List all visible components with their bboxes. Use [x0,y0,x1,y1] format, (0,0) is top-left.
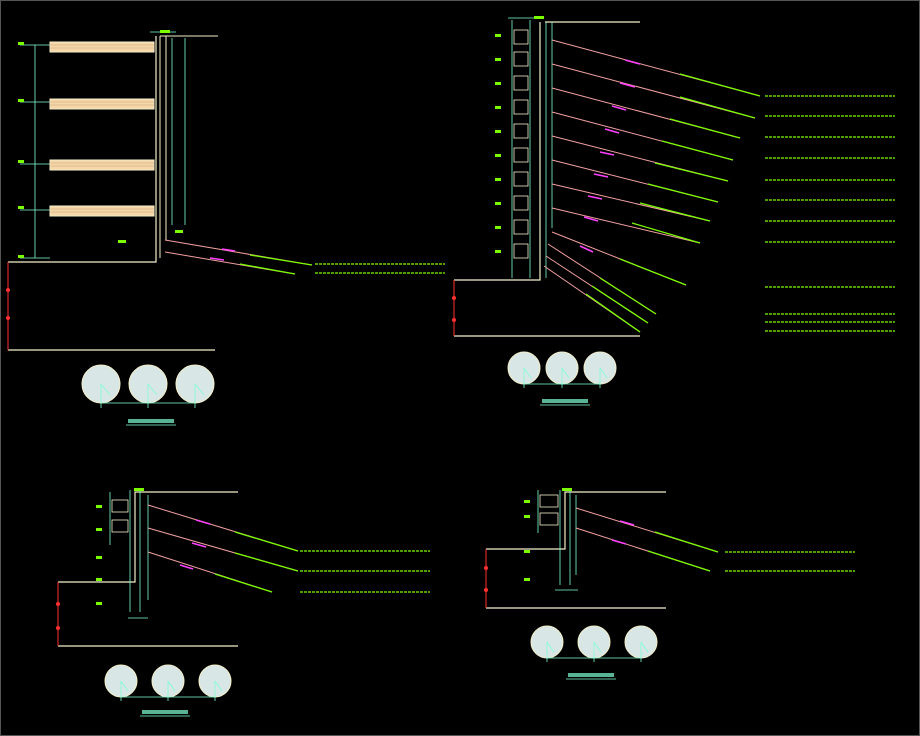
anchor-labels [315,263,445,274]
panel-top-right [452,16,895,406]
wall-cyan-lines [150,31,186,225]
anchor-labels [725,551,855,572]
wall-frame [109,490,149,619]
level-markers [524,488,572,581]
level-markers [96,488,144,605]
horizontal-struts [49,41,155,217]
wall-frame [537,490,578,591]
pile-section-circles [507,351,617,406]
base-outline [454,21,640,337]
strut-hatch [50,44,154,213]
anchors [543,39,761,333]
panel-bottom-right [484,488,855,680]
anchor-magenta-marks [179,519,211,570]
anchor-green-segments [647,531,719,572]
pile-section-circles [104,664,232,717]
anchor-green-segments [214,531,299,593]
anchors [147,504,299,593]
anchor-magenta-marks [579,59,641,253]
level-markers [18,30,183,258]
anchors [575,507,719,572]
anchor-magenta-marks [611,520,635,545]
wall-frame [508,17,553,278]
base-left-dims [484,549,488,608]
anchor-labels [765,95,895,332]
anchor-green-segments [585,73,761,333]
base-left-dims [56,582,60,646]
base-left-dims [6,262,10,350]
retaining-wall [159,35,218,258]
anchor-labels [300,550,430,593]
panel-bottom-left [56,488,430,717]
bracing-rows [513,29,529,259]
base-left-dims [452,280,456,336]
left-dimension-line [20,44,50,259]
panel-top-left [6,30,445,426]
pile-section-circles [81,364,215,426]
anchors [164,239,313,275]
base-outline [486,491,666,609]
anchor-green-segments [239,254,313,275]
anchor-magenta-marks [209,248,236,261]
base-outline [58,491,238,647]
pile-section-circles [530,625,658,680]
left-level-markers [495,16,544,253]
base-outline [8,36,215,351]
